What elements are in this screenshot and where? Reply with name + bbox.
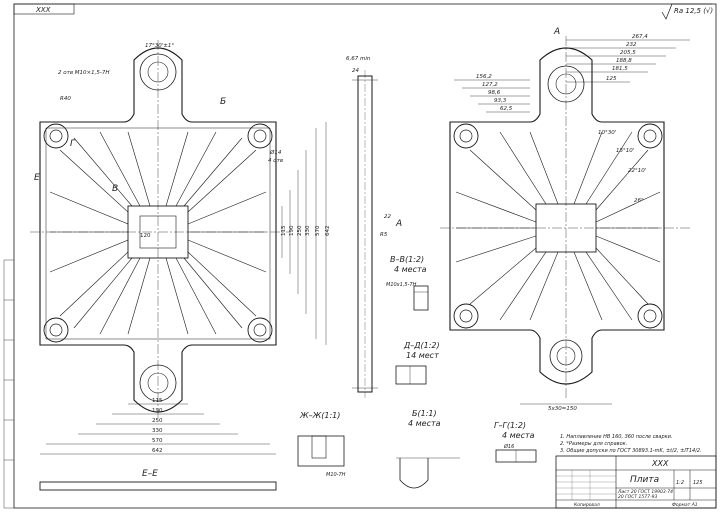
- roughness-symbol: Ra 12,5 (√): [661, 3, 713, 20]
- dim-330: 330: [305, 225, 311, 236]
- side-dim-r5: R5: [380, 232, 388, 238]
- svg-text:181,5: 181,5: [612, 66, 628, 72]
- section-dd-count: 14 мест: [406, 351, 439, 360]
- left-plate-view: [30, 40, 327, 455]
- svg-text:Ø16: Ø16: [503, 443, 514, 450]
- technical-notes: 1. Наплавление НВ 160, 360 после сварки.…: [560, 434, 702, 454]
- section-b11-title: Б(1:1): [412, 409, 437, 418]
- right-angle-dims: 10°30' 15°10' 22°10' 26°: [598, 130, 646, 204]
- title-block: XXX Плита Лист 20 ГОСТ 19903-74 20 ГОСТ …: [555, 455, 717, 509]
- svg-text:267,4: 267,4: [632, 34, 648, 40]
- section-gg-detail: Ø16: [495, 443, 537, 463]
- side-dim-667: 6,67 min: [346, 56, 371, 62]
- left-vertical-dims: 115 190 250 330 570 642: [281, 225, 331, 236]
- svg-text:M10-7H: M10-7H: [326, 472, 346, 478]
- dim-570: 570: [315, 225, 321, 236]
- angle-top: 17°30'±1°: [145, 43, 174, 49]
- section-b11-count: 4 места: [408, 419, 441, 428]
- section-zhzh-title: Ж–Ж(1:1): [299, 411, 340, 420]
- dim-190: 190: [289, 225, 295, 236]
- svg-text:M10x1,5-7H: M10x1,5-7H: [386, 282, 417, 288]
- svg-text:642: 642: [152, 448, 163, 454]
- left-horizontal-dims: 115 190 250 330 570 642: [152, 398, 163, 454]
- holes-4: 4 отв: [268, 158, 283, 164]
- svg-text:93,3: 93,3: [494, 98, 507, 104]
- note-1: 1. Наплавление НВ 160, 360 после сварки.: [560, 434, 672, 440]
- svg-text:115: 115: [152, 398, 163, 404]
- dim-642: 642: [325, 226, 331, 237]
- dim-115: 115: [281, 225, 287, 236]
- side-view: [352, 70, 378, 398]
- note-3: 3. Общие допуски по ГОСТ 30893.1-mK, ±t/…: [560, 448, 702, 454]
- svg-text:22°10': 22°10': [628, 168, 646, 174]
- svg-text:205,5: 205,5: [620, 50, 636, 56]
- title-copied: Копировал: [574, 502, 600, 508]
- dim-250: 250: [297, 225, 303, 236]
- dim-120: 120: [140, 233, 151, 239]
- doc-code-box: [13, 3, 75, 15]
- title-mass: 125: [693, 480, 703, 486]
- title-scale: 1:2: [676, 480, 684, 486]
- svg-text:10°30': 10°30': [598, 130, 616, 136]
- svg-text:330: 330: [152, 428, 163, 434]
- view-label-a-side: А: [395, 219, 402, 229]
- svg-text:26°: 26°: [634, 198, 644, 204]
- side-dim-24: 24: [352, 68, 359, 74]
- svg-text:98,6: 98,6: [488, 90, 501, 96]
- dim-r40: R40: [60, 96, 71, 102]
- svg-text:15°10': 15°10': [616, 148, 634, 154]
- side-dim-22: 22: [384, 214, 391, 220]
- section-ee-strip: [39, 481, 277, 491]
- title-format: Формат А1: [672, 502, 698, 508]
- view-label-e: Е: [34, 173, 40, 183]
- right-plate-view: [440, 36, 690, 405]
- svg-text:156,2: 156,2: [476, 74, 492, 80]
- section-b11-detail: [396, 457, 460, 489]
- view-label-a: А: [553, 27, 560, 37]
- svg-text:Ra 12,5 (√): Ra 12,5 (√): [674, 7, 713, 15]
- note-2: 2. *Размеры для справок.: [560, 441, 627, 447]
- svg-text:188,8: 188,8: [616, 58, 632, 64]
- svg-text:250: 250: [152, 418, 163, 424]
- title-material-2: 20 ГОСТ 1577-93: [618, 494, 657, 500]
- svg-text:190: 190: [152, 408, 163, 414]
- drawing-frame: [13, 3, 717, 509]
- view-label-b: Б: [220, 97, 226, 107]
- section-vv-count: 4 места: [394, 265, 427, 274]
- binding-strip: [3, 259, 15, 509]
- hole-14: Ø14: [269, 149, 282, 156]
- title-code: XXX: [651, 459, 669, 468]
- svg-text:127,2: 127,2: [482, 82, 498, 88]
- section-gg-title: Г–Г(1:2): [494, 421, 526, 430]
- holes-top-note: 2 отв M10×1,5-7H: [58, 70, 110, 76]
- doc-code-top: XXX: [35, 6, 51, 14]
- title-material-1: Лист 20 ГОСТ 19903-74: [617, 489, 673, 495]
- section-vv-title: В–В(1:2): [390, 255, 424, 264]
- title-name: Плита: [630, 475, 659, 485]
- right-top-dims: 267,4 232 205,5 188,8 181,5 125: [606, 34, 648, 82]
- view-label-v: В: [112, 184, 118, 194]
- section-zhzh-detail: M10-7H: [297, 435, 346, 478]
- view-label-ee: Е–Е: [142, 469, 158, 479]
- right-left-dims: 156,2 127,2 98,6 93,3 62,5: [476, 74, 513, 112]
- dim-5x30: 5х30=150: [548, 406, 577, 412]
- section-dd-title: Д–Д(1:2): [403, 341, 440, 350]
- svg-text:232: 232: [626, 42, 637, 48]
- section-gg-count: 4 места: [502, 431, 535, 440]
- view-label-g: Г: [70, 139, 76, 149]
- svg-text:570: 570: [152, 438, 163, 444]
- section-dd-detail: [395, 365, 427, 385]
- svg-text:62,5: 62,5: [500, 106, 513, 112]
- section-vv-detail: M10x1,5-7H: [386, 282, 429, 311]
- svg-text:125: 125: [606, 76, 617, 82]
